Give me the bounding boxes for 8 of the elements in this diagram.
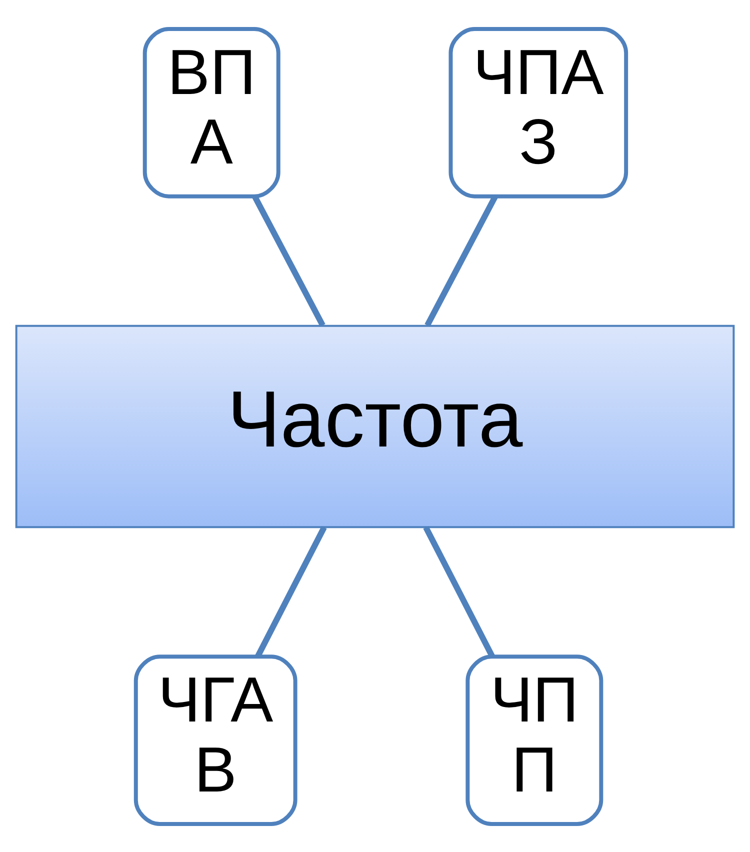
node-box: ЧП П: [466, 654, 604, 826]
connector: [423, 526, 495, 658]
connector: [255, 526, 327, 658]
node-box: ЧГА В: [134, 654, 298, 826]
node-box: Частота: [15, 324, 735, 528]
node-box: ЧПА З: [448, 26, 628, 198]
node-box: ВП А: [142, 26, 280, 198]
connector: [252, 194, 326, 326]
